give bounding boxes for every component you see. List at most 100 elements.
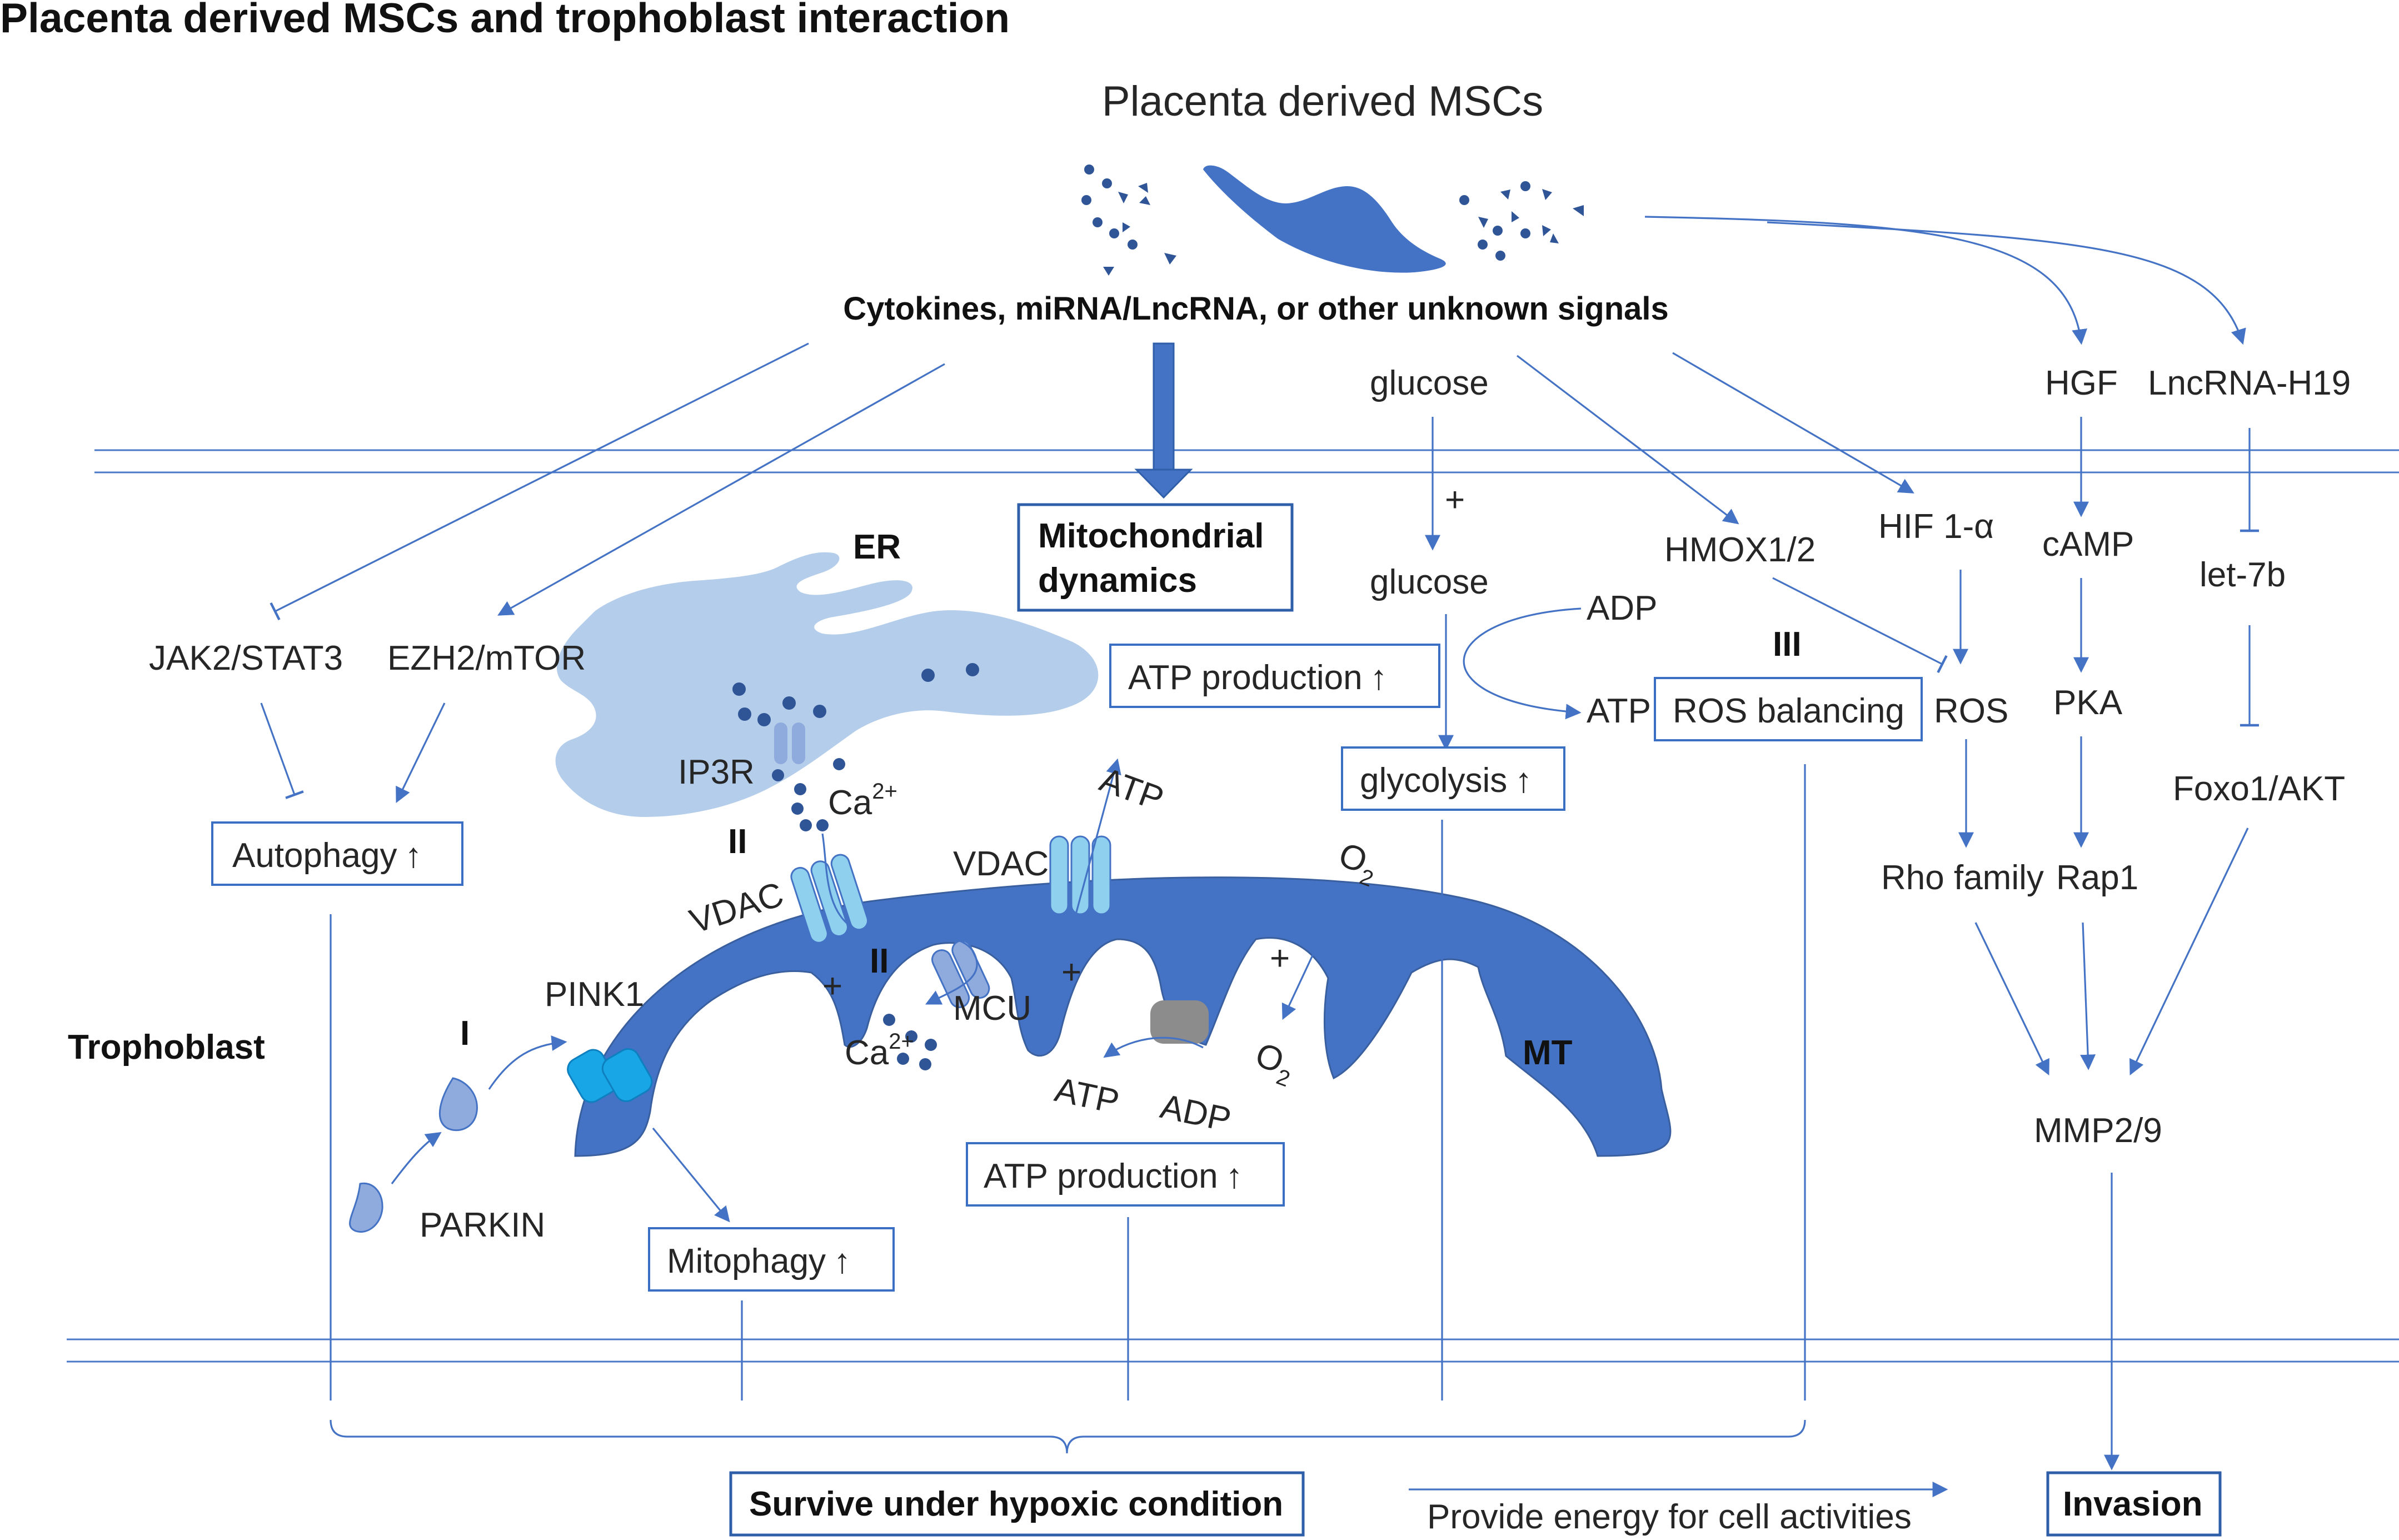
plus-mito-3: + bbox=[1270, 939, 1290, 978]
hmox-label: HMOX1/2 bbox=[1664, 531, 1816, 569]
arrow-hif bbox=[1672, 352, 1914, 494]
hgf-label: HGF bbox=[2045, 364, 2118, 402]
mito-dynamics-box bbox=[1017, 503, 1294, 612]
signals-label: Cytokines, miRNA/LncRNA, or other unknow… bbox=[843, 291, 1669, 327]
mito-dynamics-arrow bbox=[1134, 342, 1193, 499]
ros-balancing-label: ROS balancing bbox=[1673, 692, 1904, 730]
o2-label-bottom: O2 bbox=[1248, 1035, 1300, 1092]
foxo1-label: Foxo1/AKT bbox=[2173, 770, 2345, 808]
pink1-label: PINK1 bbox=[545, 975, 644, 1014]
parkin-molecule-2 bbox=[438, 1077, 478, 1132]
rho-label: Rho family bbox=[1881, 859, 2044, 897]
diagram-title: Placenta derived MSCs and trophoblast in… bbox=[0, 0, 1010, 41]
mitophagy-label: Mitophagy↑ bbox=[667, 1242, 851, 1280]
pink1-to-mitophagy-arrow bbox=[652, 1127, 730, 1223]
plus-mito-2: + bbox=[1061, 953, 1081, 991]
er-shape bbox=[555, 552, 1099, 817]
atp-production-bottom-label: ATP production↑ bbox=[984, 1157, 1243, 1195]
roman-II-top: II bbox=[728, 823, 747, 861]
survive-label: Survive under hypoxic condition bbox=[749, 1485, 1283, 1523]
ca-label-top: Ca2+ bbox=[828, 779, 897, 822]
ca-dots-mito bbox=[883, 1014, 937, 1070]
survive-box bbox=[729, 1471, 1305, 1537]
ca-influx-path bbox=[821, 833, 978, 1005]
atp-production-top-box bbox=[1109, 644, 1440, 708]
secreted-particles-right bbox=[1459, 181, 1584, 261]
atp-inner-label: ATP bbox=[1051, 1070, 1123, 1122]
arrow-lnc bbox=[1767, 221, 2246, 345]
autophagy-label: Autophagy↑ bbox=[232, 836, 422, 875]
atp-export-arrow bbox=[1038, 758, 1121, 1051]
autophagy-box bbox=[211, 821, 463, 886]
parkin-molecule-1 bbox=[349, 1182, 383, 1233]
msc-cell-shape bbox=[1203, 165, 1446, 273]
er-calcium-dots bbox=[732, 663, 979, 726]
roman-I: I bbox=[460, 1014, 470, 1053]
mmp-label: MMP2/9 bbox=[2034, 1112, 2162, 1150]
vdac-label-right: VDAC bbox=[953, 845, 1049, 883]
atp-synthase-shape bbox=[1150, 1000, 1209, 1044]
mito-dynamics-label-2: dynamics bbox=[1038, 561, 1197, 600]
adp-to-atp-arrow bbox=[1463, 607, 1582, 720]
mitochondrion-shape bbox=[574, 876, 1672, 1157]
lnc-label: LncRNA-H19 bbox=[2148, 364, 2351, 402]
vdac-channel-left bbox=[790, 854, 869, 944]
ca-label-mito: Ca2+ bbox=[845, 1029, 914, 1072]
hif-label: HIF 1-α bbox=[1878, 507, 1994, 546]
invasion-label: Invasion bbox=[2063, 1485, 2203, 1523]
er-label: ER bbox=[853, 528, 901, 566]
pink1-channel bbox=[567, 1048, 653, 1103]
jak2-stat3-label: JAK2/STAT3 bbox=[149, 639, 343, 677]
arrow-ezh2 bbox=[497, 363, 945, 616]
inhibit-line-jak2 bbox=[270, 342, 809, 621]
ca-dots-released bbox=[772, 758, 845, 831]
ezh2-mtor-label: EZH2/mTOR bbox=[387, 639, 586, 677]
summary-bracket bbox=[330, 1419, 1806, 1454]
plus-glucose: + bbox=[1445, 481, 1465, 519]
inhibit-jak2-autophagy bbox=[260, 702, 304, 799]
mitophagy-box bbox=[648, 1227, 895, 1292]
ros-label: ROS bbox=[1934, 692, 2008, 730]
mcu-label: MCU bbox=[953, 989, 1031, 1028]
glycolysis-box bbox=[1341, 746, 1565, 811]
secreted-particles-left bbox=[1081, 165, 1176, 276]
inhibit-hmox-ros bbox=[1772, 577, 1948, 674]
membrane-top bbox=[94, 449, 2399, 474]
pka-label: PKA bbox=[2053, 684, 2123, 722]
vdac-channel-right bbox=[1049, 835, 1111, 915]
rap1-label: Rap1 bbox=[2056, 859, 2138, 897]
bracket-drop-lines bbox=[330, 764, 1806, 1401]
atp-exported-label: ATP bbox=[1095, 760, 1169, 819]
roman-III: III bbox=[1773, 625, 1802, 664]
rap1-mmp-arrow bbox=[2080, 922, 2096, 1070]
arrow-ezh2-autophagy bbox=[396, 702, 446, 804]
roman-II-mito: II bbox=[870, 942, 889, 980]
plus-mito-1: + bbox=[822, 967, 842, 1005]
trophoblast-label: Trophoblast bbox=[68, 1028, 265, 1066]
parkin-label: PARKIN bbox=[420, 1206, 545, 1244]
let7b-label: let-7b bbox=[2200, 556, 2286, 594]
adp-inner-label: ADP bbox=[1157, 1087, 1234, 1139]
parkin-arrow-1 bbox=[391, 1132, 442, 1184]
arrow-hmox bbox=[1517, 355, 1739, 525]
rho-mmp-arrow bbox=[1974, 922, 2049, 1076]
atp-glycolysis-label: ATP bbox=[1587, 692, 1651, 730]
ip3r-label: IP3R bbox=[678, 753, 755, 791]
source-label: Placenta derived MSCs bbox=[1102, 78, 1543, 125]
camp-label: cAMP bbox=[2042, 525, 2134, 564]
mcu-channel bbox=[931, 940, 990, 1008]
o2-arrow bbox=[1281, 886, 1346, 1020]
ip3r-channel bbox=[774, 722, 805, 764]
membrane-bottom bbox=[67, 1338, 2399, 1363]
atp-production-bottom-box bbox=[966, 1142, 1285, 1207]
atp-production-top-label: ATP production↑ bbox=[1128, 659, 1388, 697]
invasion-box bbox=[2046, 1471, 2222, 1537]
glucose-inside-label: glucose bbox=[1370, 563, 1489, 601]
adp-atp-arrow bbox=[1103, 1036, 1204, 1058]
foxo1-mmp-arrow bbox=[2129, 828, 2249, 1076]
energy-label: Provide energy for cell activities bbox=[1427, 1498, 1912, 1536]
mt-label: MT bbox=[1523, 1034, 1573, 1072]
parkin-arrow-2 bbox=[488, 1035, 567, 1090]
